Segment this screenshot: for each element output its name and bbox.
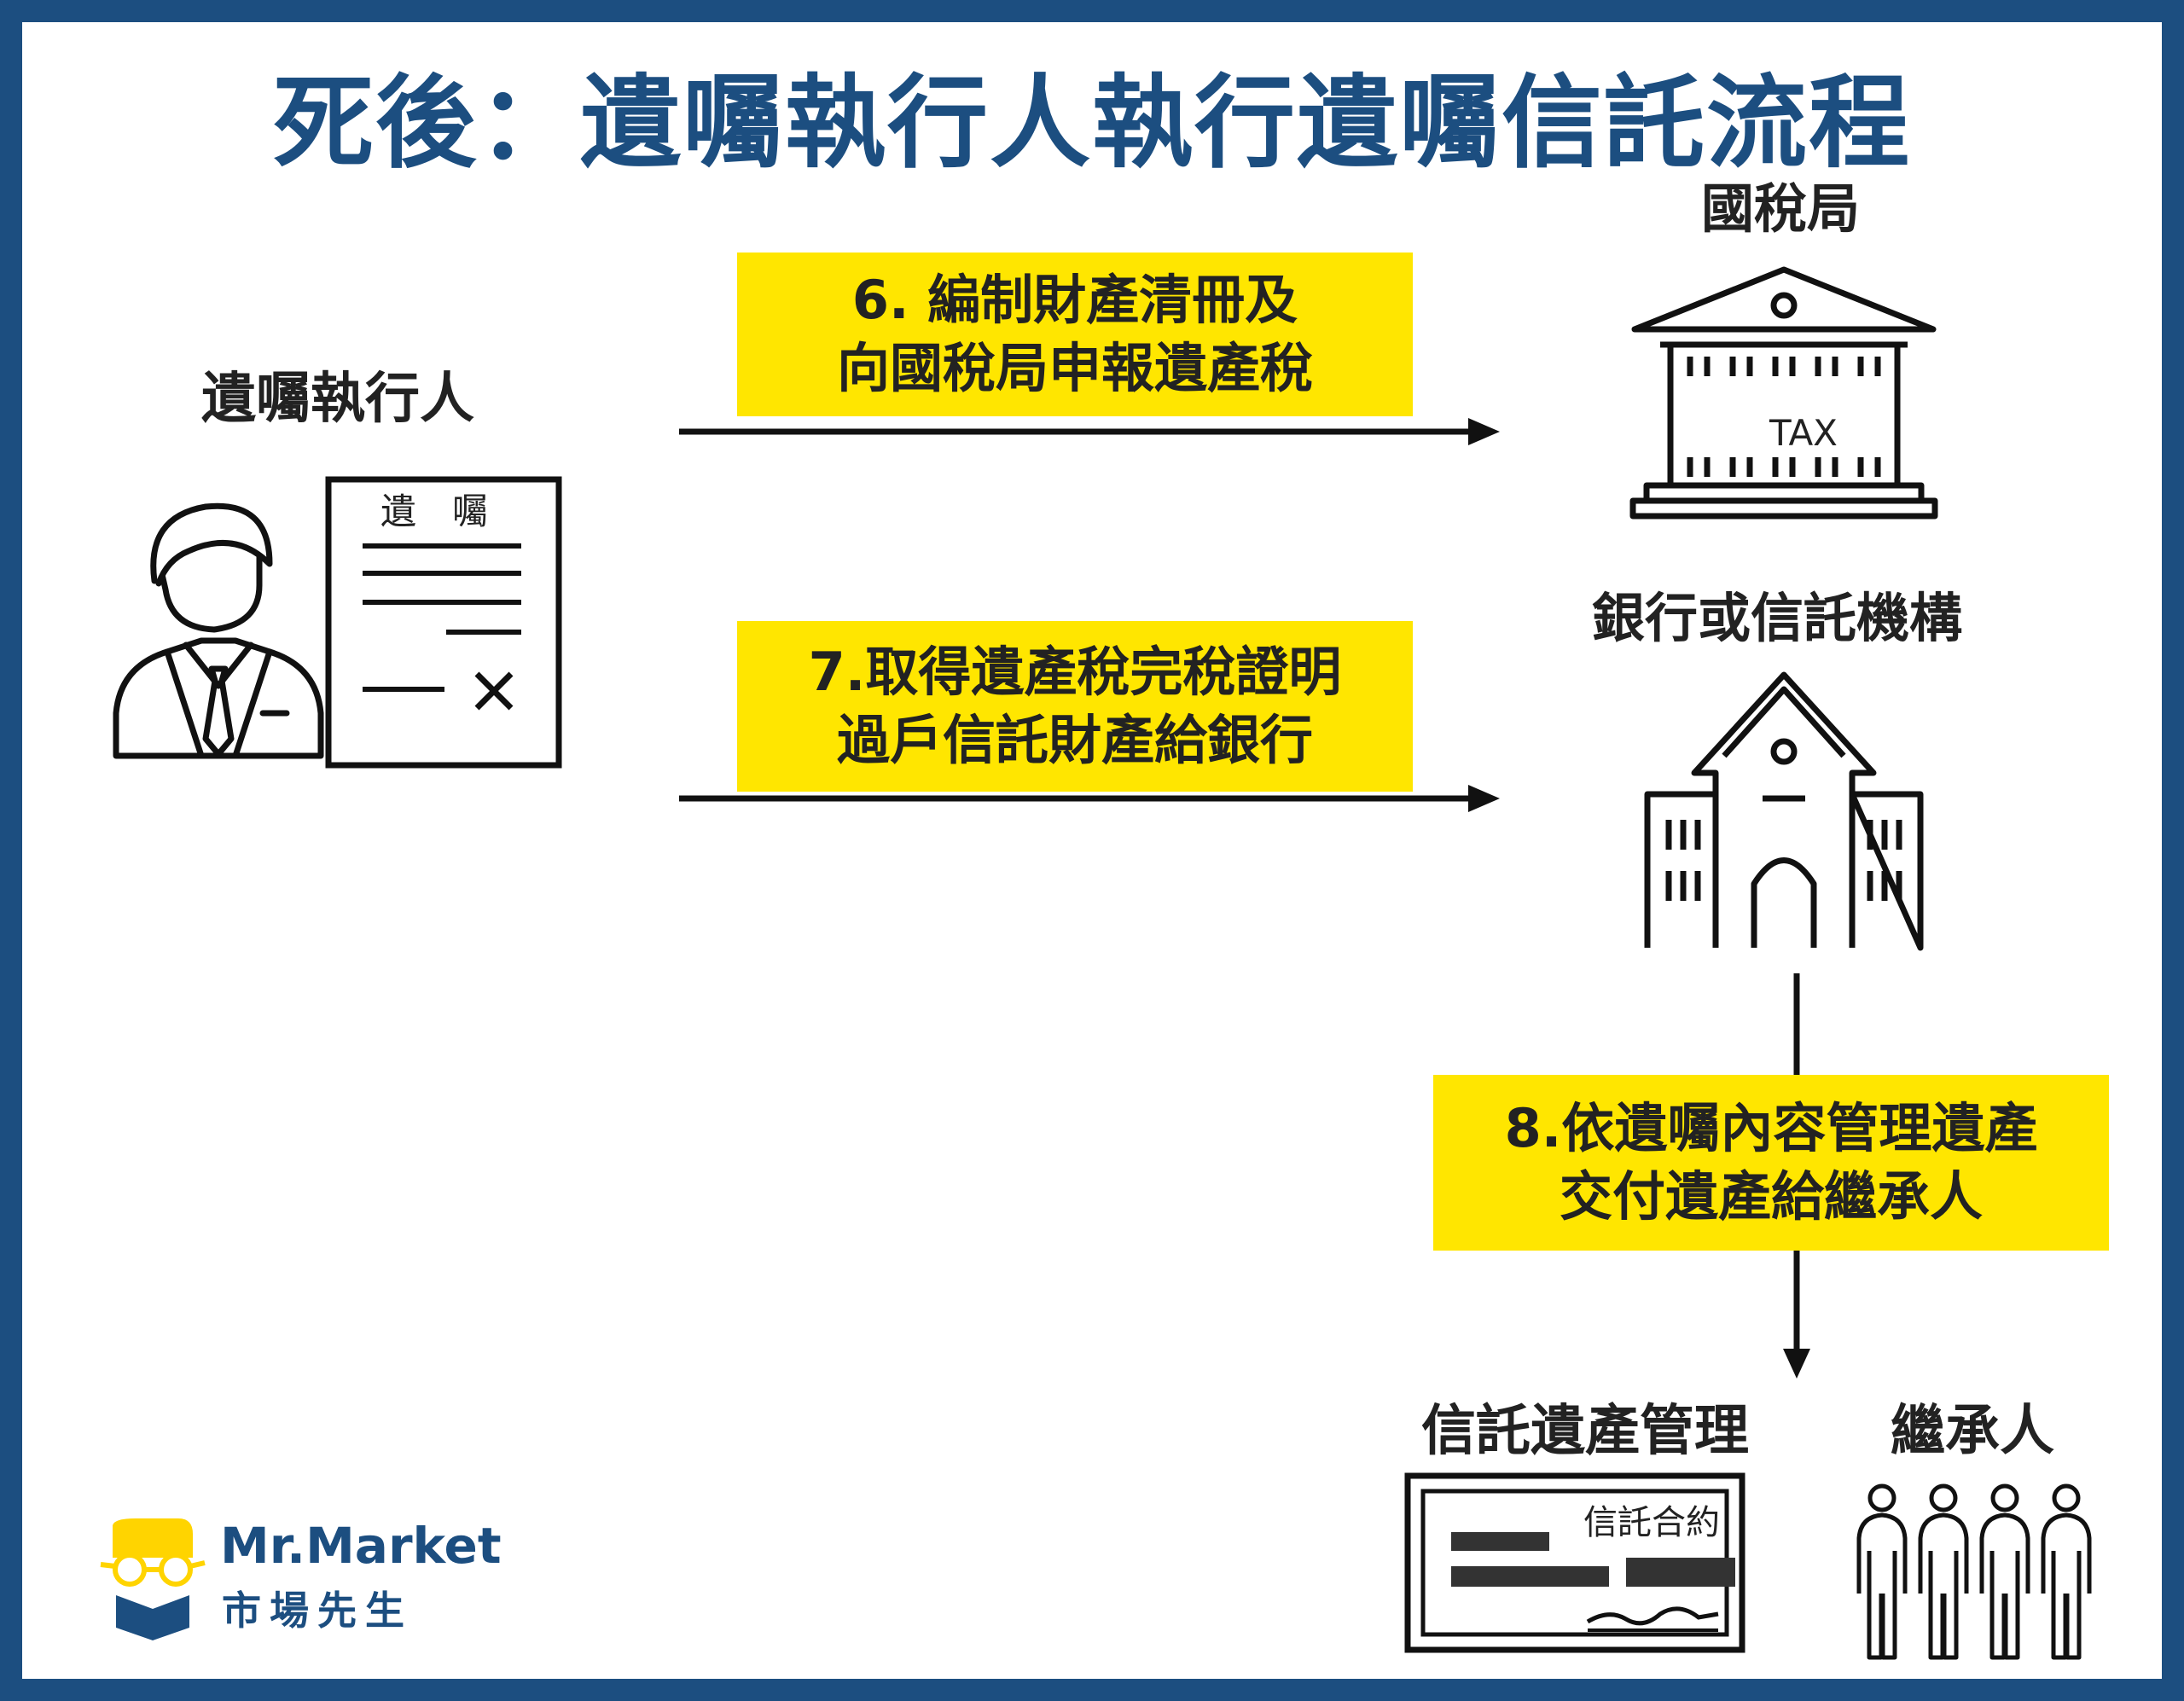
logo-text-zh: 市場先生 xyxy=(222,1588,413,1634)
contract-title: 信託合約 xyxy=(1583,1503,1720,1542)
step-8-box: 8.依遺囑內容管理遺產 交付遺產給繼承人 xyxy=(1433,1075,2109,1251)
heirs-group-icon xyxy=(1852,1483,2100,1663)
step-7-line2: 過戶信託財產給銀行 xyxy=(836,709,1313,771)
step-7-line1: 7.取得遺產稅完稅證明 xyxy=(808,641,1342,703)
executor-person-icon xyxy=(113,502,324,759)
arrow-to-bank xyxy=(679,785,1500,812)
will-document-icon xyxy=(325,476,562,769)
arrow-to-tax-bureau xyxy=(679,418,1500,445)
trust-contract-icon xyxy=(1404,1472,1745,1653)
tax-bureau-building-icon xyxy=(1629,266,1938,520)
heirs-label: 繼承人 xyxy=(1891,1400,2054,1463)
step-8-line1: 8.依遺囑內容管理遺產 xyxy=(1504,1097,2038,1159)
mr-market-logo-icon xyxy=(100,1518,206,1640)
executor-label: 遺囑執行人 xyxy=(201,368,474,431)
trust-management-label: 信託遺產管理 xyxy=(1421,1400,1749,1463)
will-document-title: 遺 囑 xyxy=(380,491,489,532)
step-7-box: 7.取得遺產稅完稅證明 過戶信託財產給銀行 xyxy=(737,621,1413,792)
page-title: 死後：遺囑執行人執行遺囑信託流程 xyxy=(272,64,1911,182)
tax-sign-text: TAX xyxy=(1769,412,1838,454)
step-6-box: 6. 編制財產清冊及 向國稅局申報遺產稅 xyxy=(737,253,1413,416)
tax-bureau-label: 國稅局 xyxy=(1701,177,1861,240)
bank-label: 銀行或信託機構 xyxy=(1592,587,1963,649)
step-8-line2: 交付遺產給繼承人 xyxy=(1559,1165,1983,1228)
diagram-frame: 死後：遺囑執行人執行遺囑信託流程 遺囑執行人 xyxy=(22,22,2162,1679)
step-6-line1: 6. 編制財產清冊及 xyxy=(851,269,1298,331)
bank-building-icon xyxy=(1644,671,1924,951)
step-6-line2: 向國稅局申報遺產稅 xyxy=(836,337,1313,399)
logo-text-en: Mr.Market xyxy=(220,1517,502,1575)
